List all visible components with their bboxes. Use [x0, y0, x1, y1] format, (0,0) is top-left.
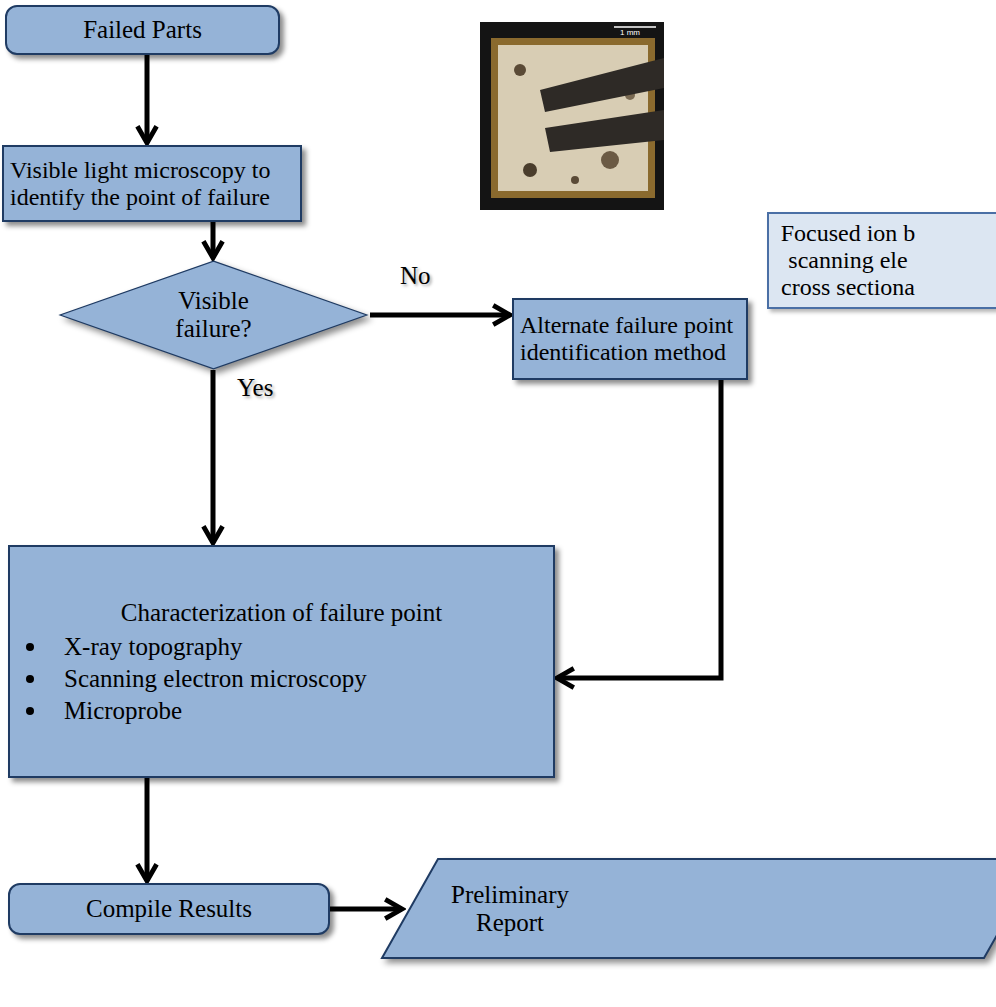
flow-arrow — [211, 370, 216, 543]
bullet-item: Scanning electron microscopy — [64, 665, 367, 693]
box-label: Compile Results — [86, 895, 252, 923]
bullet-dot — [26, 675, 34, 683]
surface-spot — [601, 151, 619, 169]
micrograph-background — [480, 22, 664, 210]
scale-label: 1 mm — [620, 28, 640, 37]
bullet-row: Microprobe — [22, 697, 541, 725]
box-label: Failed Parts — [83, 16, 202, 44]
box-label: Alternate failure point identification m… — [520, 312, 740, 366]
probe-wire — [545, 110, 664, 152]
flow-arrow — [330, 907, 402, 912]
box-label: Visible light microscopy to identify the… — [10, 157, 294, 211]
bullet-item: Microprobe — [64, 697, 182, 725]
decision-diamond: Visible failure? — [57, 260, 370, 370]
output-label: Preliminary Report — [420, 881, 600, 937]
bullet-row: Scanning electron microscopy — [22, 665, 541, 693]
process-box: Alternate failure point identification m… — [512, 298, 748, 380]
bullet-dot — [26, 707, 34, 715]
bullet-item: X-ray topography — [64, 633, 242, 661]
scale-bar — [614, 26, 656, 28]
parallelogram-outline — [380, 857, 996, 960]
flow-arrow — [557, 380, 721, 678]
process-box: Visible light microscopy to identify the… — [2, 145, 302, 222]
bullet-dot — [26, 643, 34, 651]
decision-label: Visible failure? — [139, 287, 289, 343]
callout-text: Focused ion b scanning ele cross section… — [773, 220, 923, 301]
branch-label: No — [400, 262, 431, 290]
flow-arrow — [145, 778, 150, 881]
bullet-row: X-ray topography — [22, 633, 541, 661]
surface-spot — [571, 176, 579, 184]
probe-wire — [540, 58, 664, 112]
start-box: Failed Parts — [5, 5, 280, 55]
process-box: Compile Results — [8, 883, 330, 935]
branch-label: Yes — [237, 374, 273, 402]
surface-spot — [514, 64, 526, 76]
flow-arrow — [370, 313, 510, 318]
callout-box: Focused ion b scanning ele cross section… — [767, 212, 996, 309]
box-heading: Characterization of failure point — [22, 599, 541, 627]
output-parallelogram: Preliminary Report — [380, 857, 996, 960]
surface-spot — [523, 163, 537, 177]
process-box: Characterization of failure pointX-ray t… — [8, 545, 555, 778]
flow-arrow — [145, 55, 150, 143]
flow-arrow — [211, 222, 216, 258]
